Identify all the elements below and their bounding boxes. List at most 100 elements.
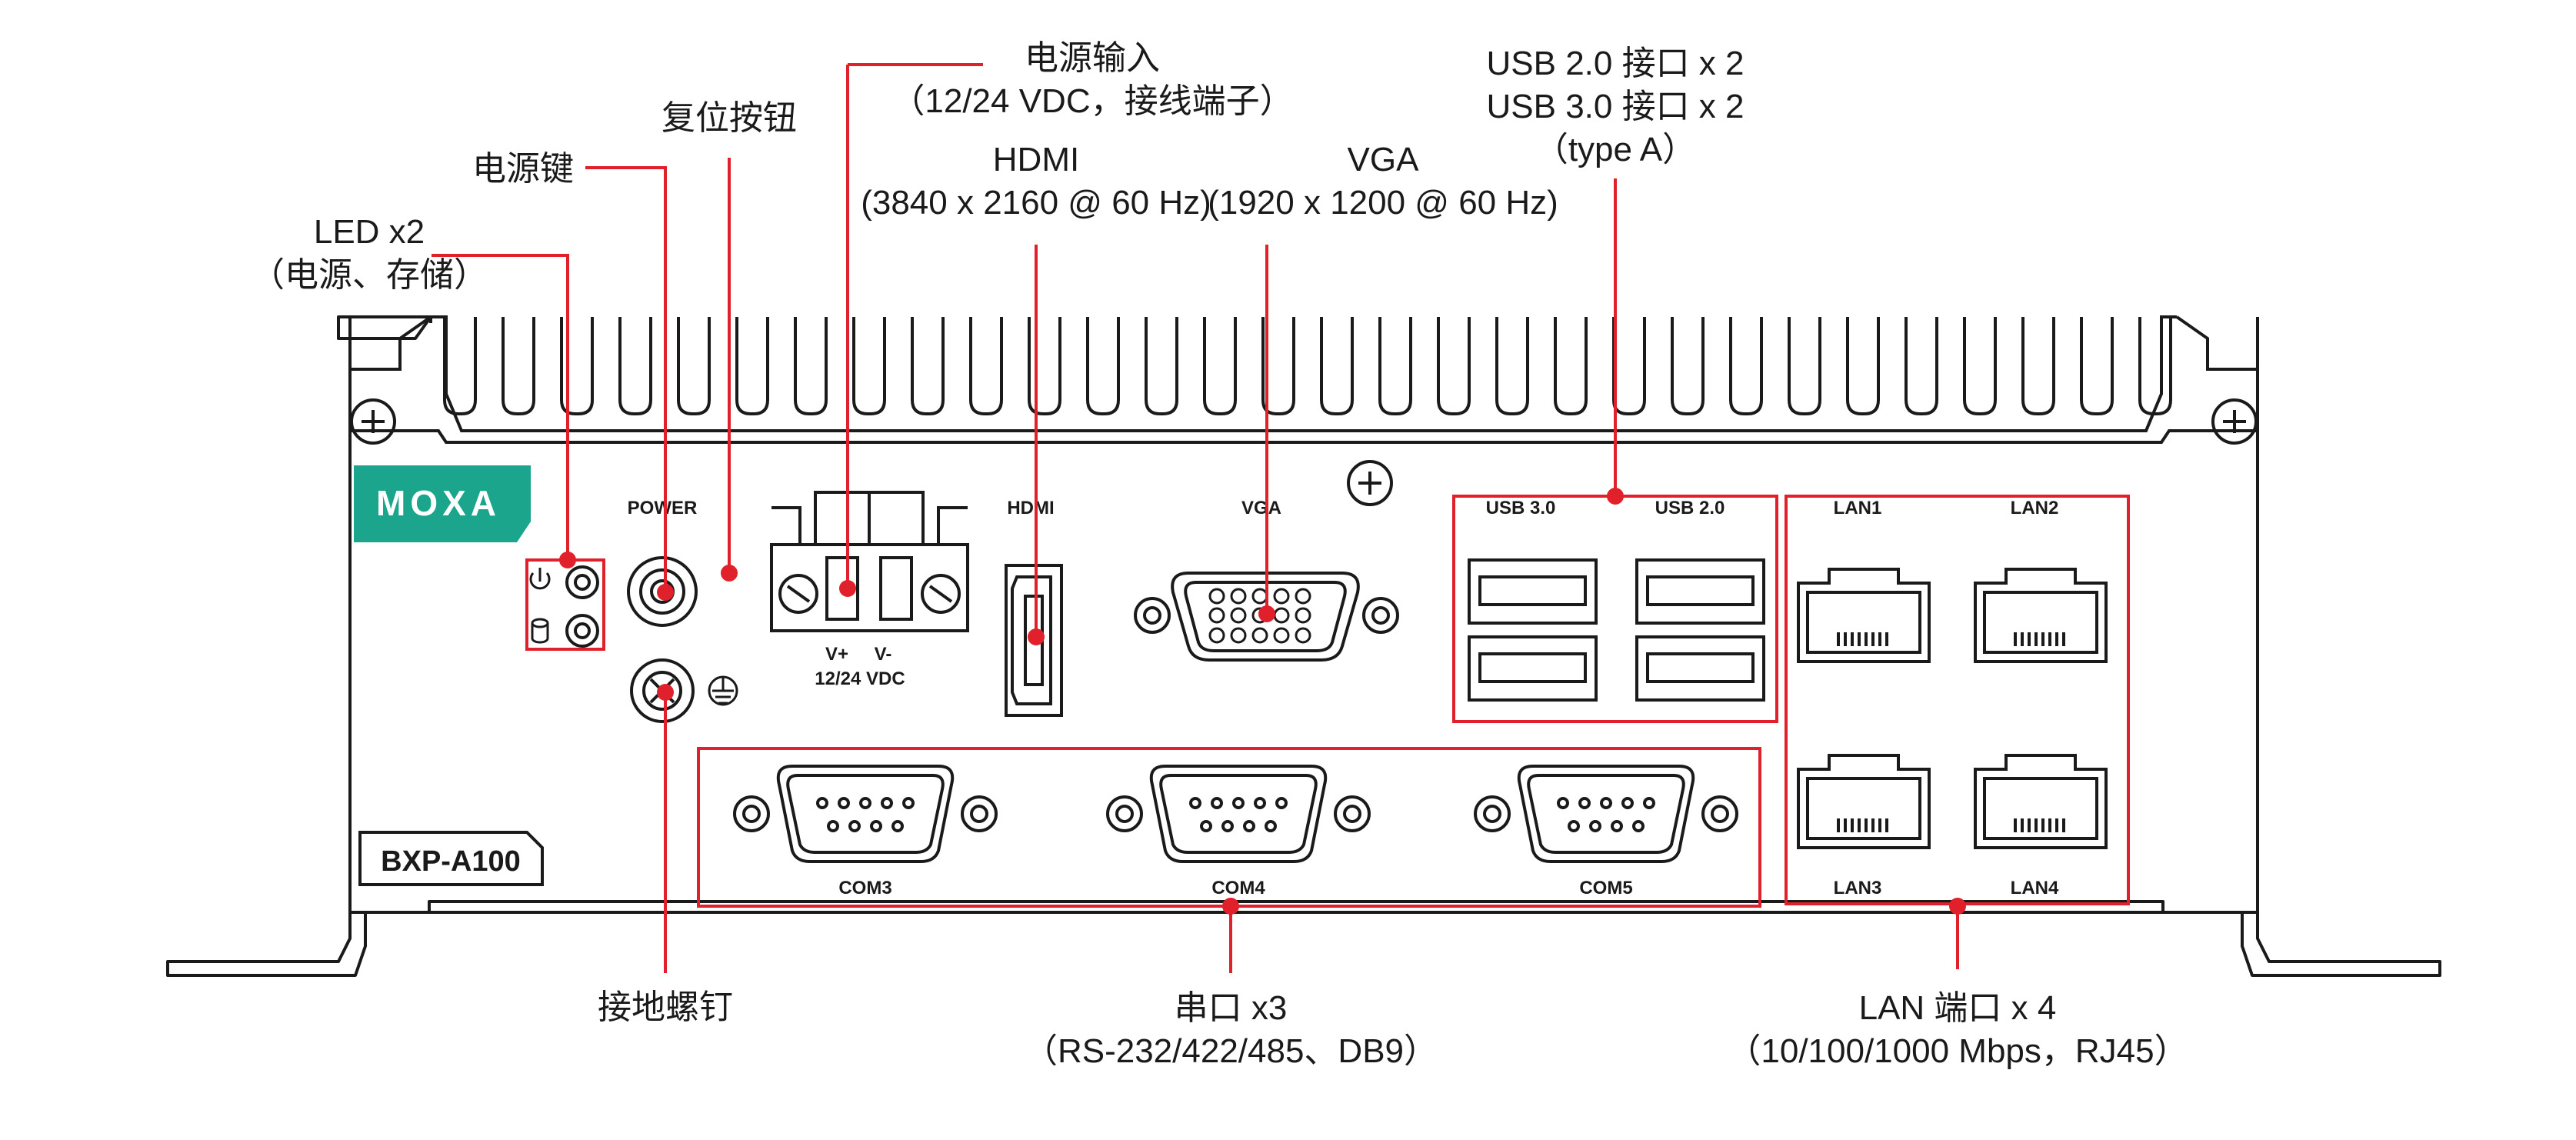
- callout-ground-line1: 接地螺钉: [598, 988, 733, 1026]
- label-com4: COM4: [1211, 878, 1265, 898]
- com-pin: [1232, 797, 1245, 809]
- base-plate: [428, 900, 2164, 914]
- ground-icon: [708, 675, 738, 706]
- label-hdmi: HDMI: [1007, 498, 1054, 518]
- com-pin: [1611, 820, 1623, 832]
- heatsink-fins: [337, 315, 432, 340]
- lan-port-inner: [1806, 591, 1921, 654]
- callout-lines: [432, 63, 2130, 973]
- label-vga: VGA: [1241, 498, 1281, 518]
- callout-serial: 串口 x3 （RS-232/422/485、DB9）: [1024, 987, 1438, 1073]
- callout-hdmi: HDMI (3840 x 2160 @ 60 Hz): [861, 138, 1211, 225]
- heatsink-fin: [1554, 317, 1588, 415]
- com-screw-inner: [1115, 805, 1134, 823]
- screw-icon: [2211, 398, 2258, 445]
- com-pin: [816, 797, 828, 809]
- com-pin: [1275, 797, 1288, 809]
- heatsink-fin: [1846, 317, 1880, 415]
- vga-pin: [1295, 607, 1311, 624]
- callout-power-input-line2: （12/24 VDC，接线端子）: [891, 82, 1294, 120]
- lan-port-inner: [1983, 777, 2098, 840]
- usb-port-tongue: [1646, 652, 1755, 683]
- left-bracket: [166, 912, 367, 977]
- inner-panel: [350, 429, 2258, 444]
- com-shell-inner: [1527, 774, 1685, 854]
- vga-pin: [1273, 607, 1290, 624]
- heatsink-fin: [618, 317, 652, 415]
- com-screw-inner: [742, 805, 761, 823]
- callout-usb: USB 2.0 接口 x 2 USB 3.0 接口 x 2 （type A）: [1486, 42, 1744, 172]
- com-screw-inner: [970, 805, 988, 823]
- heatsink-fin: [1612, 317, 1646, 415]
- callout-reset-line1: 复位按钮: [661, 99, 797, 137]
- com-shell-inner: [1159, 774, 1318, 854]
- label-usb20: USB 2.0: [1655, 498, 1725, 518]
- com-screw: [1701, 795, 1738, 832]
- com-pin: [838, 797, 850, 809]
- power-button: [627, 556, 698, 627]
- com-pin: [1632, 820, 1645, 832]
- callout-usb-line2: USB 3.0 接口 x 2: [1486, 88, 1745, 125]
- vga-pin: [1208, 607, 1225, 624]
- com-pin: [859, 797, 871, 809]
- com-screw-inner: [1343, 805, 1361, 823]
- label-vdc: 12/24 VDC: [815, 668, 905, 689]
- callout-vga: VGA (1920 x 1200 @ 60 Hz): [1208, 138, 1558, 225]
- usb-port: [1635, 635, 1765, 702]
- label-com5: COM5: [1579, 878, 1632, 898]
- com-pin: [848, 820, 861, 832]
- usb-port: [1468, 558, 1598, 625]
- vga-pin: [1208, 627, 1225, 644]
- lan-ports: [1797, 568, 2108, 849]
- heatsink-fin: [1788, 317, 1821, 415]
- callout-ground: 接地螺钉: [598, 986, 733, 1029]
- usb-port: [1468, 635, 1598, 702]
- usb-port-tongue: [1478, 575, 1587, 606]
- lan-port-inner: [1806, 777, 1921, 840]
- heatsink-fin: [1145, 317, 1178, 415]
- moxa-logo: MOXA: [354, 465, 531, 542]
- vga-pin: [1295, 588, 1311, 605]
- screw-icon: [1347, 460, 1393, 506]
- heatsink-fin: [735, 317, 769, 415]
- heatsink-fin: [1378, 317, 1412, 415]
- com-screw: [1106, 795, 1143, 832]
- com-pin: [870, 820, 882, 832]
- heatsink-fin: [2138, 317, 2172, 415]
- vga-pin: [1295, 627, 1311, 644]
- usb-port-tongue: [1646, 575, 1755, 606]
- callout-power-input-line1: 电源输入: [1024, 39, 1160, 77]
- callout-hdmi-line2: (3840 x 2160 @ 60 Hz): [861, 184, 1211, 222]
- com-pin: [902, 797, 915, 809]
- callout-lan-line2: （10/100/1000 Mbps，RJ45）: [1727, 1032, 2188, 1070]
- heatsink-fin: [1086, 317, 1120, 415]
- svg-text:BXP-A100: BXP-A100: [381, 845, 521, 878]
- com-shell: [1149, 765, 1328, 863]
- terminal-block: [770, 491, 969, 632]
- com-screw-inner: [1711, 805, 1729, 823]
- heatsink-fin: [794, 317, 828, 415]
- vga-pin: [1230, 607, 1247, 624]
- right-bracket: [2241, 912, 2441, 977]
- lan-port: [1797, 568, 1931, 663]
- vga-pin: [1208, 588, 1225, 605]
- com-screw-inner: [1483, 805, 1501, 823]
- callout-serial-line2: （RS-232/422/485、DB9）: [1023, 1032, 1438, 1070]
- callout-power-input: 电源输入 （12/24 VDC，接线端子）: [891, 37, 1293, 123]
- led-group: [565, 565, 599, 648]
- callout-led-line1: LED x2: [313, 213, 425, 251]
- com-ports: [733, 765, 1738, 863]
- com-pin: [1643, 797, 1655, 809]
- heatsink-fin: [1320, 317, 1354, 415]
- svg-text:MOXA: MOXA: [376, 483, 501, 523]
- com-screw: [1334, 795, 1371, 832]
- heatsink-fin: [677, 317, 711, 415]
- callout-power-key: 电源键: [472, 148, 574, 191]
- callout-lan-line1: LAN 端口 x 4: [1858, 989, 2057, 1027]
- heatsink-fin: [560, 317, 594, 415]
- vga-port: [1134, 572, 1399, 662]
- callout-usb-line1: USB 2.0 接口 x 2: [1486, 45, 1745, 82]
- power-symbol-icon: [529, 568, 551, 590]
